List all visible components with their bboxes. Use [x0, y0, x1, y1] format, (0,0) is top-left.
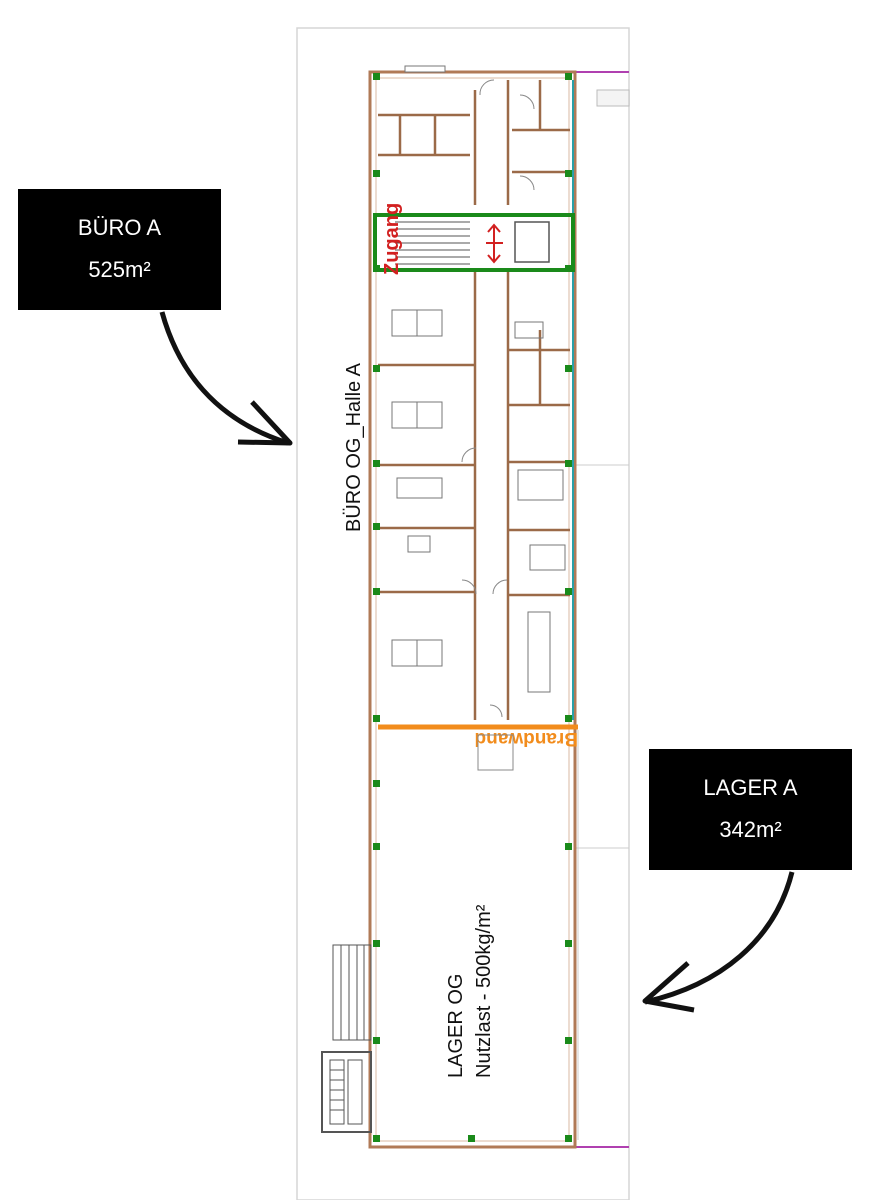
buero-callout-name: BÜRO A: [77, 215, 162, 240]
lager-arrow: [644, 871, 795, 1005]
storage-label: LAGER OG: [445, 974, 467, 1078]
lager-callout: LAGER A 342m²: [649, 749, 852, 870]
door-swings: [461, 79, 535, 718]
lager-arrowhead: [642, 961, 695, 1013]
firewall-label: Brandwand: [475, 728, 578, 749]
load-label: Nutzlast - 500kg/m²: [473, 904, 495, 1078]
buero-arrowhead: [237, 400, 293, 446]
buero-callout: BÜRO A 525m²: [18, 189, 221, 310]
stair-treads: [395, 221, 470, 265]
access-block: [373, 213, 575, 272]
office-walls: [378, 80, 570, 720]
buero-callout-area: 525m²: [88, 257, 151, 282]
lager-callout-name: LAGER A: [703, 775, 798, 800]
lager-callout-area: 342m²: [719, 817, 782, 842]
buero-arrow: [159, 311, 289, 446]
building-outline: [368, 70, 577, 1149]
access-arrow-heads: [487, 223, 501, 264]
elevator: [514, 221, 550, 263]
firewall-door-block: [477, 734, 514, 771]
exterior-box: [596, 89, 630, 107]
office-area-label: BÜRO OG_Halle A: [343, 362, 365, 532]
entrance-top: [404, 65, 446, 73]
office-desks: [391, 309, 566, 693]
building-columns: [373, 73, 572, 1142]
external-stair: [321, 944, 372, 1133]
access-label: Zugang: [381, 203, 403, 275]
